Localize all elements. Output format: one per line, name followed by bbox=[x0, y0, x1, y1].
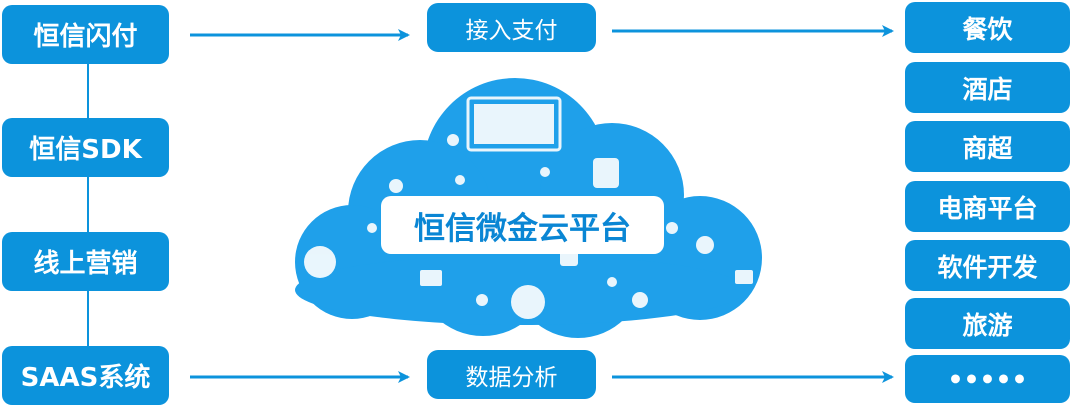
right-box-3[interactable]: 商超 bbox=[905, 121, 1070, 172]
left-box-1-label: 恒信闪付 bbox=[33, 22, 138, 52]
left-box-2-label: 恒信SDK bbox=[29, 135, 142, 165]
middle-box-top[interactable]: 接入支付 bbox=[427, 3, 596, 52]
left-box-2[interactable]: 恒信SDK bbox=[2, 118, 169, 177]
right-box-4[interactable]: 电商平台 bbox=[905, 181, 1070, 232]
right-box-5[interactable]: 软件开发 bbox=[905, 240, 1070, 291]
left-box-1[interactable]: 恒信闪付 bbox=[2, 5, 169, 64]
right-box-7[interactable]: ••••• bbox=[905, 355, 1070, 403]
cloud-title-label: 恒信微金云平台 bbox=[414, 210, 631, 247]
left-box-4-label: SAAS系统 bbox=[20, 363, 151, 393]
middle-box-bottom[interactable]: 数据分析 bbox=[427, 350, 596, 399]
right-box-1[interactable]: 餐饮 bbox=[905, 2, 1070, 53]
left-box-4[interactable]: SAAS系统 bbox=[2, 346, 169, 405]
right-box-1-label: 餐饮 bbox=[962, 14, 1013, 44]
right-box-5-label: 软件开发 bbox=[937, 252, 1038, 282]
right-box-6[interactable]: 旅游 bbox=[905, 298, 1070, 349]
left-box-3-label: 线上营销 bbox=[33, 249, 138, 279]
right-box-3-label: 商超 bbox=[962, 133, 1013, 163]
right-box-7-label: ••••• bbox=[947, 364, 1028, 394]
left-box-3[interactable]: 线上营销 bbox=[2, 232, 169, 291]
right-box-2-label: 酒店 bbox=[962, 74, 1013, 104]
right-box-4-label: 电商平台 bbox=[937, 193, 1038, 223]
middle-box-top-label: 接入支付 bbox=[465, 17, 558, 44]
middle-box-bottom-label: 数据分析 bbox=[465, 364, 558, 391]
right-box-2[interactable]: 酒店 bbox=[905, 62, 1070, 113]
right-box-6-label: 旅游 bbox=[962, 310, 1013, 340]
cloud-title: 恒信微金云平台 bbox=[381, 196, 664, 254]
